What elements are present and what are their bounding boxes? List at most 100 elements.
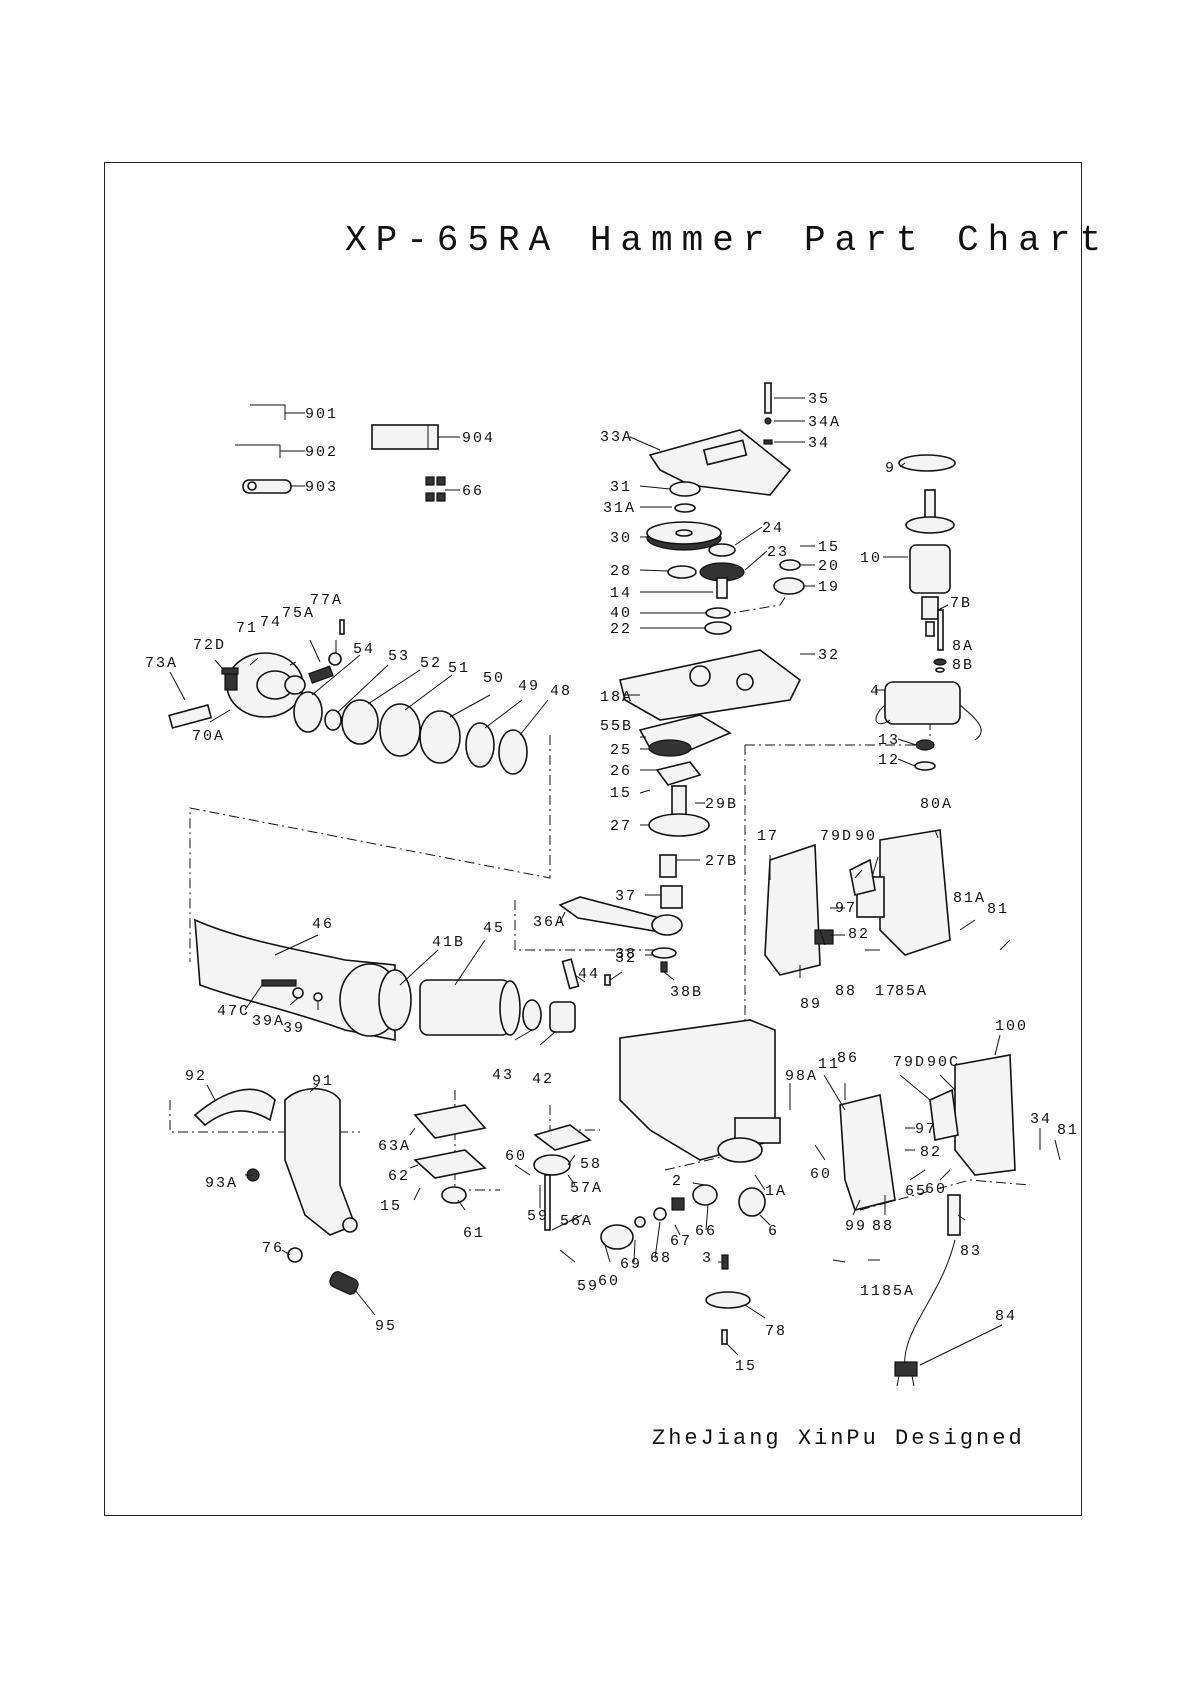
trigger-79d-2 [929, 1088, 959, 1141]
part-label-69: 69 [620, 1256, 642, 1273]
part-label-74: 74 [260, 614, 282, 631]
part-label-901: 901 [305, 406, 338, 423]
part-label-11a: 11 [818, 1056, 840, 1073]
part-label-904: 904 [462, 430, 495, 447]
part-label-58: 58 [580, 1156, 602, 1173]
part-label-81b: 81 [1057, 1122, 1079, 1139]
part-label-53: 53 [388, 648, 410, 665]
part-label-24: 24 [762, 520, 784, 537]
part-label-902: 902 [305, 444, 338, 461]
part-label-41b: 41B [432, 934, 465, 951]
ring-43-piston-42 [522, 999, 576, 1033]
part-label-46: 46 [312, 916, 334, 933]
part-label-6: 6 [768, 1223, 779, 1240]
tool-hex-key-902 [235, 444, 281, 458]
crank-27 [648, 785, 710, 837]
part-label-79d: 79D [820, 828, 853, 845]
part-label-81: 81 [987, 901, 1009, 918]
part-label-63a: 63A [378, 1138, 411, 1155]
part-label-59a: 59 [527, 1208, 549, 1225]
part-label-98a: 98A [785, 1068, 818, 1085]
bearing-24 [708, 543, 736, 557]
tool-spanner-903 [242, 479, 292, 494]
part-label-15b: 15 [610, 785, 632, 802]
part-label-92: 92 [185, 1068, 207, 1085]
part-label-52: 52 [420, 655, 442, 672]
part-label-42: 42 [532, 1071, 554, 1088]
strain-relief-83 [947, 1194, 961, 1236]
part-label-20: 20 [818, 558, 840, 575]
part-label-49: 49 [518, 678, 540, 695]
part-label-60d: 60 [598, 1273, 620, 1290]
part-label-100: 100 [995, 1018, 1028, 1035]
part-label-97: 97 [835, 900, 857, 917]
diagram-frame [104, 162, 1082, 1516]
part-label-34a: 34A [808, 414, 841, 431]
cap-61 [441, 1186, 467, 1204]
oil-cap-parts-2-to-69 [600, 1184, 718, 1250]
part-label-10: 10 [860, 550, 882, 567]
part-label-25: 25 [610, 742, 632, 759]
part-label-15a: 15 [818, 539, 840, 556]
part-label-84: 84 [995, 1308, 1017, 1325]
part-label-17a: 17 [757, 828, 779, 845]
rings-54-to-48 [293, 691, 528, 775]
cover-58-57a [533, 1124, 592, 1231]
part-label-7b: 7B [950, 595, 972, 612]
switch-cover-100 [954, 1054, 1016, 1176]
part-label-88b: 88 [872, 1218, 894, 1235]
stator-4 [875, 681, 982, 741]
part-label-14: 14 [610, 585, 632, 602]
part-label-15c: 15 [380, 1198, 402, 1215]
part-label-89: 89 [800, 996, 822, 1013]
part-label-77a: 77A [310, 592, 343, 609]
screw-35 [763, 382, 773, 445]
grip-95 [329, 1271, 359, 1295]
part-label-30: 30 [610, 530, 632, 547]
part-label-34: 34 [808, 435, 830, 452]
part-label-60b: 60 [810, 1166, 832, 1183]
part-label-18a: 18A [600, 689, 633, 706]
part-label-54: 54 [353, 641, 375, 658]
sleeve-27b [659, 854, 677, 878]
part-label-75a: 75A [282, 605, 315, 622]
part-label-43: 43 [492, 1067, 514, 1084]
part-label-55b: 55B [600, 718, 633, 735]
part-label-8a: 8A [952, 638, 974, 655]
part-label-22: 22 [610, 621, 632, 638]
part-label-70a: 70A [192, 728, 225, 745]
bearing-28 [667, 565, 697, 579]
part-label-85a2: 85A [882, 1283, 915, 1300]
part-label-51: 51 [448, 660, 470, 677]
part-label-73a: 73A [145, 655, 178, 672]
part-label-79d2: 79D [893, 1054, 926, 1071]
part-label-83: 83 [960, 1243, 982, 1260]
part-label-27: 27 [610, 818, 632, 835]
part-label-31: 31 [610, 479, 632, 496]
part-label-35: 35 [808, 391, 830, 408]
part-label-61: 61 [463, 1225, 485, 1242]
part-label-93a: 93A [205, 1175, 238, 1192]
part-label-36a: 36A [533, 914, 566, 931]
part-label-27b: 27B [705, 853, 738, 870]
part-label-66b: 66 [695, 1223, 717, 1240]
part-label-45: 45 [483, 920, 505, 937]
part-label-82: 82 [848, 926, 870, 943]
part-label-59b: 59 [577, 1278, 599, 1295]
connecting-rod-36a [558, 896, 683, 936]
trigger-79d [849, 858, 876, 896]
washer-40-bearing-22 [704, 607, 732, 635]
part-label-67: 67 [670, 1233, 692, 1250]
part-label-15d: 15 [735, 1358, 757, 1375]
part-label-99: 99 [845, 1218, 867, 1235]
part-label-13: 13 [878, 732, 900, 749]
armature-10 [905, 489, 955, 637]
part-label-31a: 31A [603, 500, 636, 517]
part-label-91: 91 [312, 1073, 334, 1090]
part-label-66: 66 [462, 483, 484, 500]
gear-housing-18a [619, 649, 802, 721]
washer-6 [738, 1187, 766, 1217]
designer-credit: ZheJiang XinPu Designed [652, 1426, 1025, 1451]
part-label-82b: 82 [920, 1144, 942, 1161]
part-label-28: 28 [610, 563, 632, 580]
